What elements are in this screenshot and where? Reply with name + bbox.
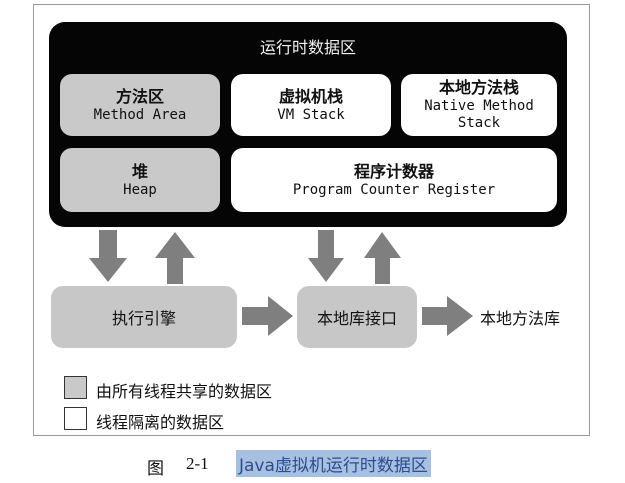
program-counter-zh-label: 程序计数器 <box>353 161 434 181</box>
right-arrow-icon <box>242 296 293 336</box>
method-area-zh-label: 方法区 <box>115 86 164 106</box>
native-method-stack-zh-label: 本地方法栈 <box>438 78 519 97</box>
legend-isolated-swatch <box>64 407 87 430</box>
vm-stack-en-label: VM Stack <box>277 106 345 123</box>
down-arrow-icon <box>308 230 344 282</box>
down-arrow-icon <box>89 230 127 282</box>
caption-figure-label: 图 <box>147 459 164 478</box>
method-area-box: 方法区 Method Area <box>60 74 220 136</box>
heap-box: 堆 Heap <box>60 148 220 212</box>
program-counter-en-label: Program Counter Register <box>292 181 496 198</box>
up-arrow-icon <box>364 232 401 284</box>
native-method-stack-box: 本地方法栈 Native Method Stack <box>401 74 557 136</box>
right-arrow-icon <box>422 296 473 336</box>
vm-stack-box: 虚拟机栈 VM Stack <box>231 74 391 136</box>
legend-isolated-label: 线程隔离的数据区 <box>96 413 225 432</box>
native-method-stack-en-label: Native Method Stack <box>424 98 534 131</box>
runtime-data-area-title: 运行时数据区 <box>259 38 356 57</box>
up-arrow-icon <box>155 232 195 284</box>
heap-zh-label: 堆 <box>131 161 148 181</box>
native-interface-box: 本地库接口 <box>297 286 417 348</box>
method-area-en-label: Method Area <box>93 106 187 123</box>
heap-en-label: Heap <box>123 181 157 198</box>
caption-title: Java虚拟机运行时数据区 <box>236 450 431 477</box>
vm-stack-zh-label: 虚拟机栈 <box>278 86 343 106</box>
native-library-label: 本地方法库 <box>480 309 561 328</box>
execution-engine-box: 执行引擎 <box>51 286 237 348</box>
caption-number: 2-1 <box>186 454 209 473</box>
legend-shared-label: 由所有线程共享的数据区 <box>96 382 273 401</box>
program-counter-box: 程序计数器 Program Counter Register <box>231 148 557 212</box>
legend-shared-swatch <box>64 376 87 399</box>
